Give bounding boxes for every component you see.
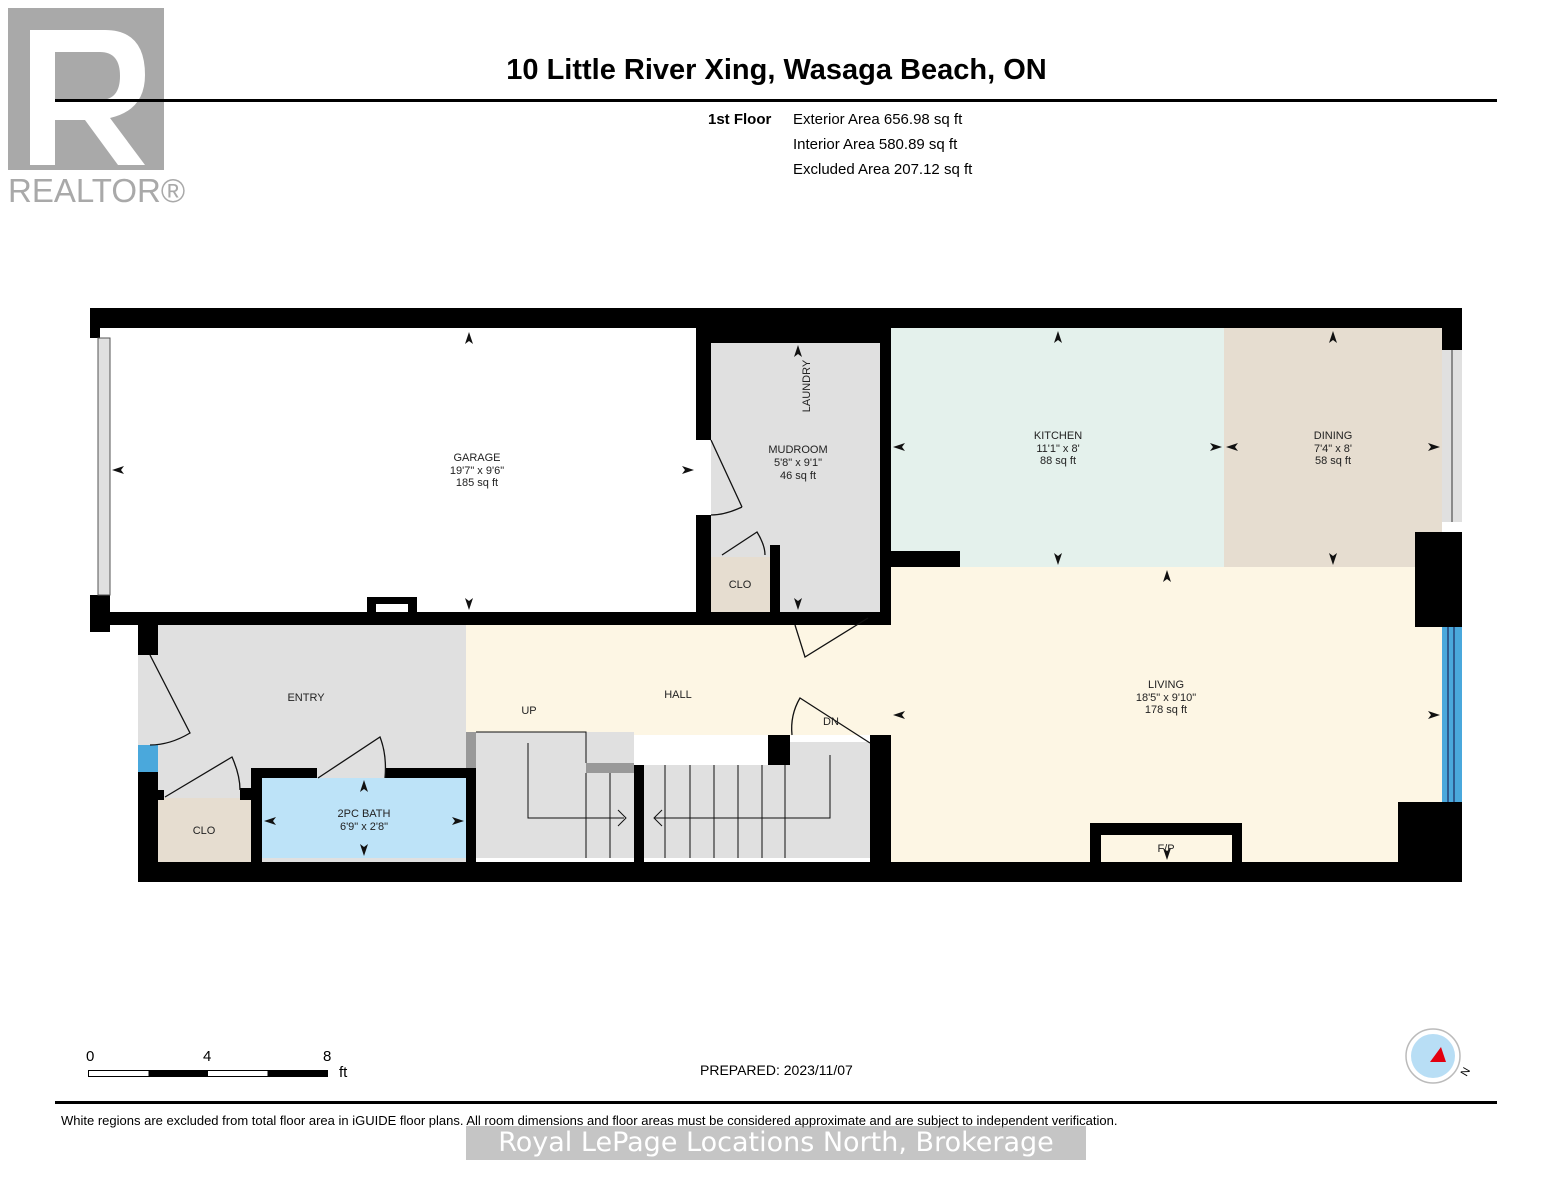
brokerage-watermark: Royal LePage Locations North, Brokerage (466, 1126, 1086, 1160)
dining-room (1224, 328, 1442, 567)
stair-treads (476, 731, 831, 858)
kitchen-area: 88 sq ft (1040, 455, 1076, 467)
stairs-up (476, 732, 634, 858)
living-area: 178 sq ft (1145, 704, 1187, 716)
scale-bar (88, 1070, 328, 1077)
compass-icon: N (1405, 1028, 1473, 1084)
kitchen-label: KITCHEN (1034, 430, 1082, 442)
page-title: 10 Little River Xing, Wasaga Beach, ON (506, 54, 1047, 86)
garage-label: GARAGE (453, 452, 500, 464)
stairs-down-label: DN (823, 716, 839, 728)
scale-label-0: 0 (86, 1048, 95, 1065)
garage-room (110, 328, 696, 612)
living-window (1442, 627, 1462, 802)
mudroom-label: MUDROOM (768, 444, 827, 456)
bath-label: 2PC BATH (338, 808, 391, 820)
living-label: LIVING (1148, 679, 1184, 691)
interior-area: Interior Area 580.89 sq ft (793, 136, 958, 153)
entry-label: ENTRY (287, 692, 325, 704)
entry-closet-label: CLO (193, 825, 216, 837)
garage-dims: 19'7" x 9'6" (450, 465, 504, 477)
stairs-up-label: UP (521, 705, 536, 717)
footer-divider (55, 1101, 1497, 1104)
fireplace-label: F/P (1157, 843, 1174, 855)
scale-unit: ft (339, 1064, 348, 1081)
entry-closet (158, 798, 251, 862)
dimension-arrows (112, 331, 1440, 860)
door-swings (149, 439, 871, 798)
dining-area: 58 sq ft (1315, 455, 1351, 467)
floor-plan: GARAGE 19'7" x 9'6" 185 sq ft MUDROOM 5'… (90, 308, 1462, 882)
realtor-logo: REALTOR® (8, 8, 185, 209)
stairs-down (644, 765, 877, 858)
kitchen-dims: 11'1" x 8' (1036, 443, 1079, 455)
hall-label: HALL (664, 689, 692, 701)
scale-label-4: 4 (203, 1048, 212, 1065)
hall-room (466, 625, 891, 735)
garage-door (97, 337, 111, 596)
scale-label-8: 8 (323, 1048, 332, 1065)
bath-dims: 6'9" x 2'8" (340, 821, 388, 833)
mudroom-area: 46 sq ft (780, 470, 816, 482)
mudroom-closet (711, 557, 770, 612)
disclaimer: White regions are excluded from total fl… (61, 1113, 1118, 1128)
kitchen-room (891, 328, 1224, 567)
dining-dims: 7'4" x 8' (1314, 443, 1352, 455)
compass-north-label: N (1459, 1066, 1473, 1079)
mudroom-closet-label: CLO (729, 579, 752, 591)
entry-window (138, 745, 158, 772)
dining-label: DINING (1314, 430, 1353, 442)
header-divider (55, 99, 1497, 102)
living-dims: 18'5" x 9'10" (1136, 692, 1196, 704)
prepared-date: PREPARED: 2023/11/07 (700, 1062, 853, 1078)
living-room (891, 567, 1442, 862)
mudroom-dims: 5'8" x 9'1" (774, 457, 822, 469)
garage-area: 185 sq ft (456, 477, 498, 489)
excluded-area: Excluded Area 207.12 sq ft (793, 161, 973, 178)
svg-text:REALTOR®: REALTOR® (8, 172, 185, 209)
exterior-area: Exterior Area 656.98 sq ft (793, 111, 963, 128)
bath-room (262, 778, 466, 858)
floor-label: 1st Floor (708, 111, 772, 128)
laundry-label: LAUNDRY (801, 359, 813, 412)
